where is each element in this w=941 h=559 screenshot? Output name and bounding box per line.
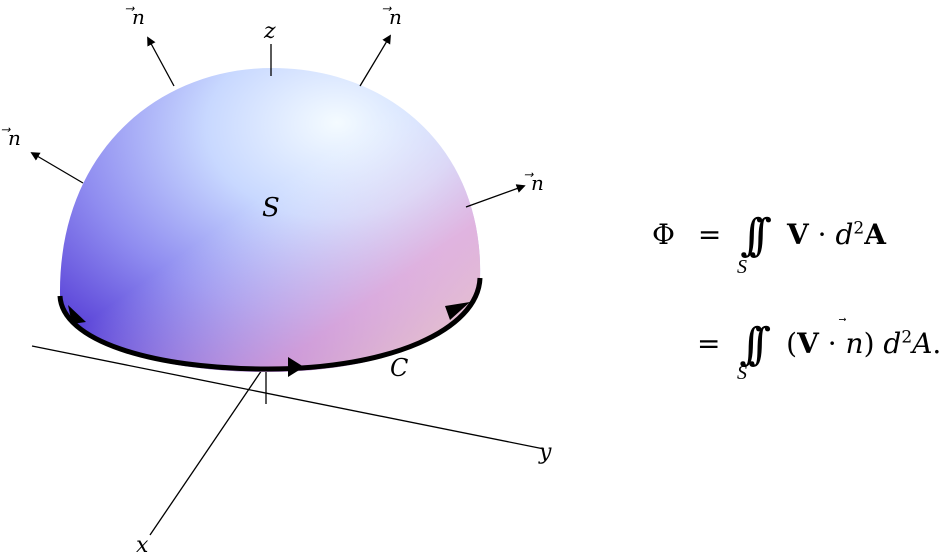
domain-subscript-1: S	[737, 256, 747, 278]
curve-arrow-right	[445, 302, 470, 320]
equals-sign-2: =	[697, 327, 721, 360]
vector-V-2: V	[797, 327, 819, 360]
normal-vector-top-right	[359, 34, 391, 87]
normal-vector-right	[465, 184, 526, 208]
x-axis	[149, 363, 267, 536]
close-paren: )	[863, 327, 875, 360]
double-integral-1: ∫∫	[740, 210, 772, 261]
normal-label-top-right: n	[389, 5, 402, 29]
normal-vector-n: ⃗n	[846, 327, 864, 360]
hemisphere-shading	[59, 68, 481, 372]
exp-2: 2	[901, 327, 913, 348]
x-axis-label: x	[136, 533, 149, 558]
area-scalar-A: A	[912, 327, 933, 360]
boundary-curve	[57, 277, 483, 372]
d-1: d	[835, 218, 854, 251]
area-vector-A: A	[864, 218, 886, 251]
equals-sign-1: =	[697, 218, 722, 251]
normal-label-right: n	[531, 171, 544, 195]
period: .	[932, 327, 941, 360]
y-axis	[31, 345, 545, 450]
d-2: d	[883, 327, 902, 360]
vector-V-1: V	[787, 218, 809, 251]
n-eq: n	[845, 327, 864, 360]
normal-vector-left	[30, 152, 84, 184]
y-axis-label: y	[538, 440, 552, 465]
domain-subscript-2: S	[737, 362, 747, 384]
equation-line-1: Φ = ∫∫ V · d2A	[652, 204, 886, 261]
curve-label: C	[390, 354, 408, 382]
z-axis-label: z	[263, 19, 276, 44]
flux-symbol: Φ	[652, 218, 675, 251]
normal-label-left: n	[8, 126, 21, 150]
dot-2: ·	[827, 327, 837, 360]
dot-1: ·	[817, 218, 827, 251]
curve-arrow-left	[68, 305, 86, 324]
normal-vector-top-left	[147, 36, 175, 87]
equation-line-2: = ∫∫ (V · ⃗n) d2A.	[697, 313, 941, 370]
exp-1: 2	[853, 218, 865, 239]
open-paren: (	[786, 327, 798, 360]
curve-arrow-bottom	[288, 357, 304, 377]
normal-label-top-left: n	[132, 5, 145, 29]
surface-label: S	[262, 193, 280, 223]
